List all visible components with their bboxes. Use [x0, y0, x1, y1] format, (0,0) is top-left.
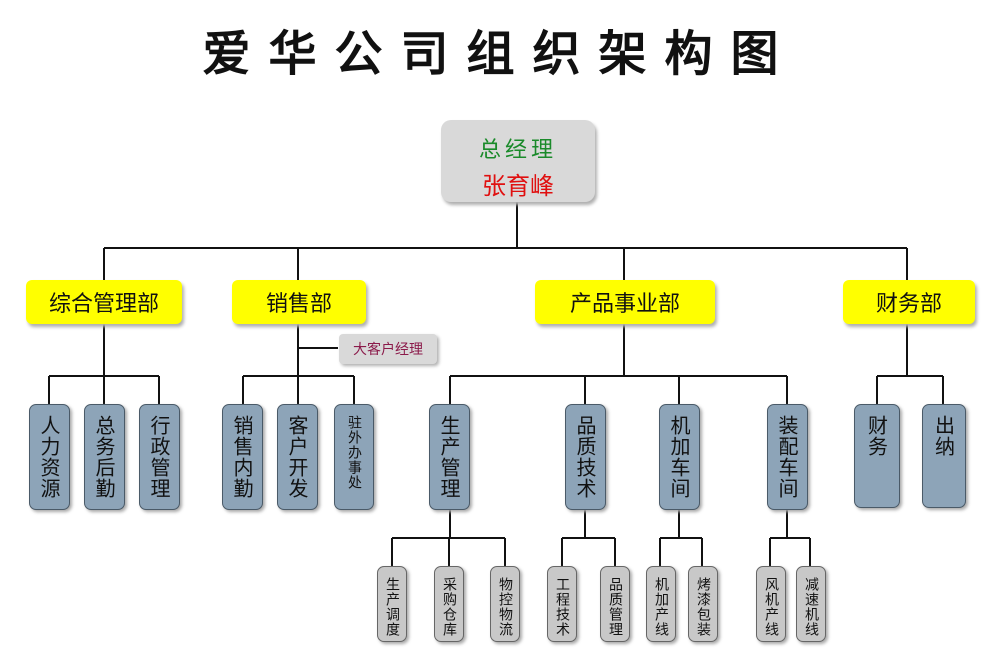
unit-field-office[interactable]: 驻外办事处: [334, 404, 374, 510]
page-title: 爱华公司组织架构图: [202, 26, 797, 82]
key-account-manager[interactable]: 大客户经理: [339, 334, 437, 364]
unit-hr[interactable]: 人力资源: [29, 404, 70, 510]
subunit-material-control[interactable]: 物控物流: [490, 566, 520, 642]
unit-cashier[interactable]: 出纳: [922, 404, 966, 508]
dept-finance[interactable]: 财务部: [843, 280, 975, 324]
unit-administration[interactable]: 行政管理: [139, 404, 180, 510]
unit-customer-dev[interactable]: 客户开发: [277, 404, 318, 510]
unit-quality-tech[interactable]: 品质技术: [565, 404, 606, 510]
ceo-role: 总经理: [478, 138, 557, 163]
unit-machining-shop[interactable]: 机加车间: [659, 404, 700, 510]
subunit-fan-line[interactable]: 风机产线: [756, 566, 786, 642]
subunit-purchasing[interactable]: 采购仓库: [434, 566, 464, 642]
unit-assembly-shop[interactable]: 装配车间: [767, 404, 808, 510]
unit-sales-internal[interactable]: 销售内勤: [222, 404, 263, 510]
subunit-reducer-line[interactable]: 减速机线: [796, 566, 826, 642]
unit-production-mgmt[interactable]: 生产管理: [429, 404, 470, 510]
subunit-scheduling[interactable]: 生产调度: [377, 566, 407, 642]
dept-admin[interactable]: 综合管理部: [26, 280, 182, 324]
subunit-quality-mgmt[interactable]: 品质管理: [600, 566, 630, 642]
unit-accounting[interactable]: 财务: [854, 404, 900, 508]
dept-sales[interactable]: 销售部: [232, 280, 366, 324]
unit-logistics[interactable]: 总务后勤: [84, 404, 125, 510]
subunit-painting[interactable]: 烤漆包装: [688, 566, 718, 642]
ceo-box[interactable]: 总经理 张育峰: [441, 120, 595, 202]
dept-product[interactable]: 产品事业部: [535, 280, 715, 324]
ceo-name: 张育峰: [482, 172, 554, 200]
subunit-engineering[interactable]: 工程技术: [547, 566, 577, 642]
subunit-machining-line[interactable]: 机加产线: [646, 566, 676, 642]
